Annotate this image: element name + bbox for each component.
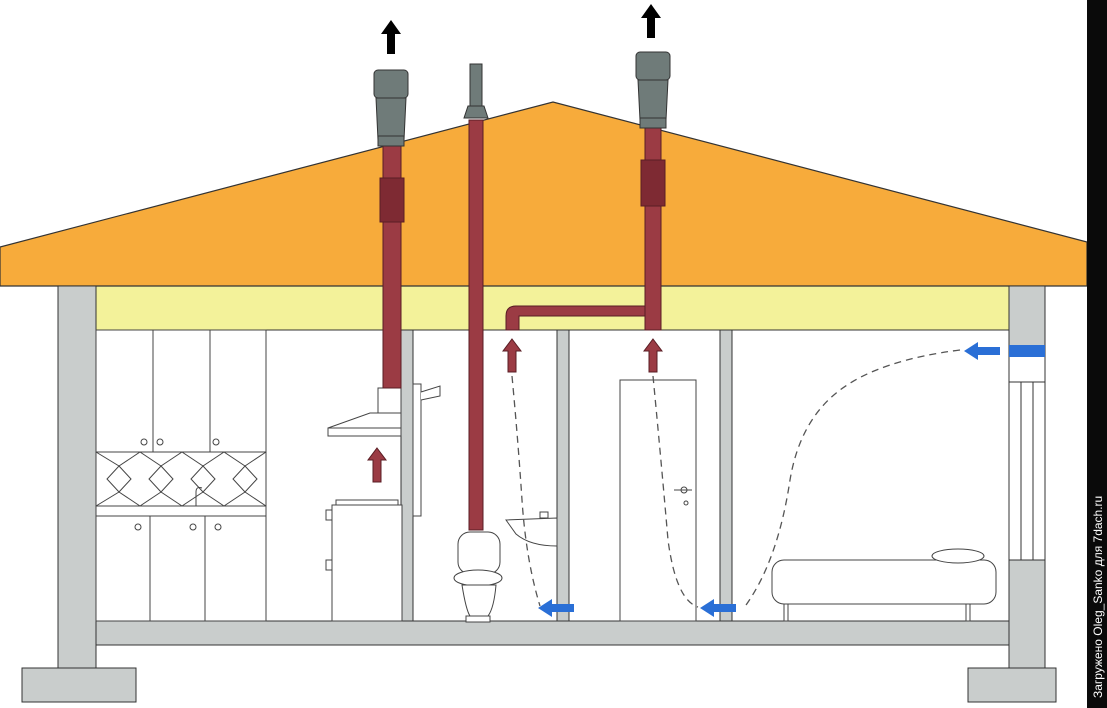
floor-slab — [95, 620, 1010, 646]
exhaust-arrow-left — [381, 20, 401, 54]
duct-joints — [379, 159, 666, 223]
vent-cap-kitchen — [373, 69, 409, 147]
airflow-paths — [511, 349, 961, 608]
washbasin — [505, 511, 558, 547]
extract-arrow-bathroom — [502, 338, 522, 373]
toilet — [453, 531, 503, 623]
inflow-arrows — [538, 342, 1000, 617]
inflow-arrow-hall — [700, 599, 736, 617]
extract-arrow-hall — [643, 338, 663, 373]
watermark-strip — [1087, 0, 1107, 708]
foundation-beam — [96, 645, 1009, 668]
bed — [771, 548, 997, 622]
outer-walls — [21, 285, 1057, 703]
window — [1008, 347, 1046, 561]
vent-cap-hall — [635, 51, 671, 129]
inflow-arrow-window — [964, 342, 1000, 360]
exhaust-arrow-right — [641, 4, 661, 38]
stove — [325, 499, 403, 622]
extract-arrow-kitchen — [367, 447, 387, 483]
exhaust-arrows — [381, 4, 661, 54]
range-hood — [327, 383, 441, 517]
inflow-arrow-bathroom — [538, 599, 574, 617]
kitchen-cabinets — [95, 329, 267, 622]
interior-door — [619, 379, 697, 622]
extract-arrows — [367, 338, 663, 483]
window-inlet-valve — [1009, 345, 1045, 357]
watermark-text: Загружено Oleg_Sanko для 7dach.ru — [1091, 495, 1105, 698]
roof — [0, 101, 1087, 287]
vent-cap-bathroom — [463, 63, 489, 119]
